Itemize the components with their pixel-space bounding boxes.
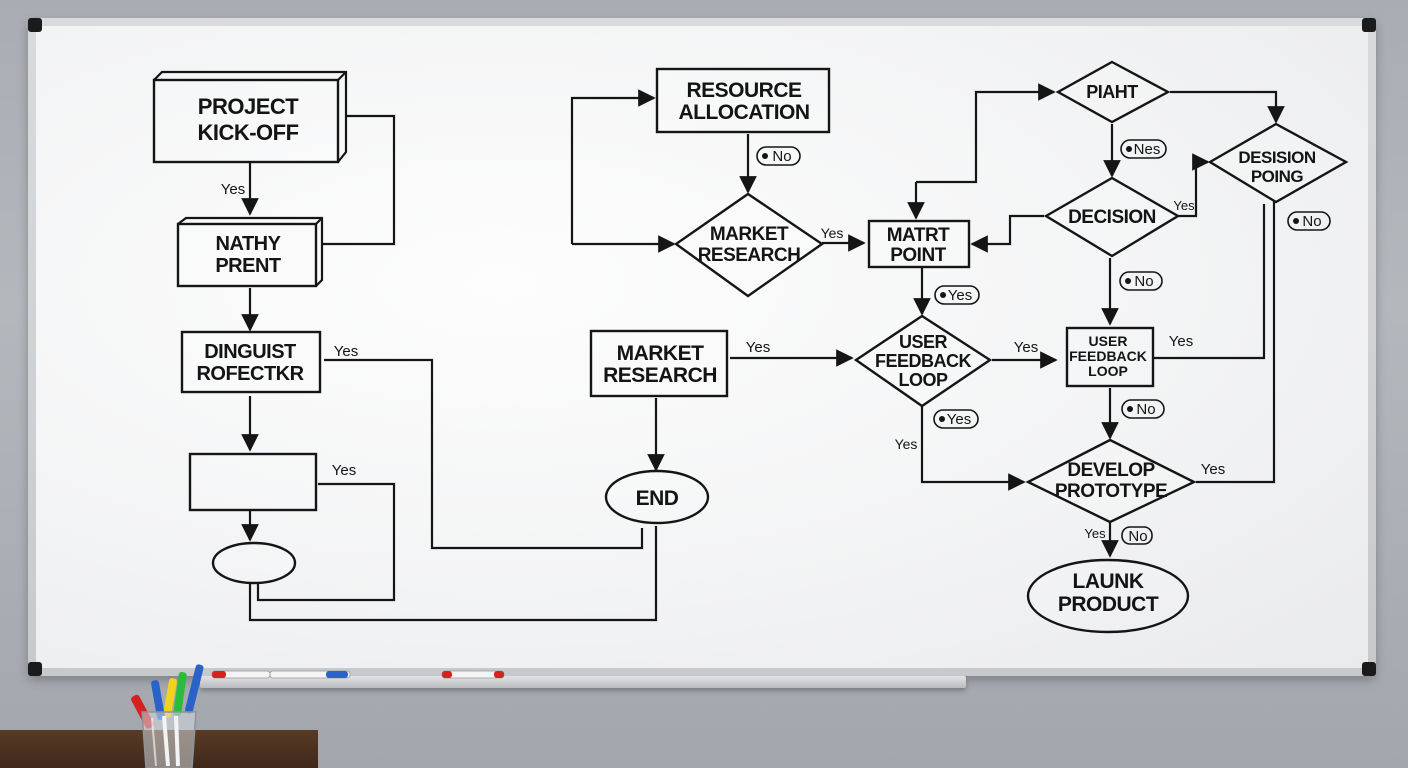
diamond-market-research: MARKET RESEARCH	[673, 192, 825, 298]
matrt-point-line-1: MATRT	[887, 225, 950, 246]
launk-product-line-1: LAUNK	[1073, 570, 1144, 593]
edge-label-yes: Yes	[746, 339, 770, 356]
ellipse-blank	[211, 541, 297, 585]
nathy-prent-line-2: PRENT	[215, 255, 281, 277]
matrt-point-line-2: POINT	[890, 245, 946, 266]
edge-label-yes: Yes	[1014, 339, 1038, 356]
marker-tray	[200, 676, 966, 688]
nathy-prent-line-1: NATHY	[216, 233, 282, 255]
user-feedback-box-line-2: FEEDBACK	[1069, 348, 1147, 364]
tag-bubbles: No Nes No No Yes	[756, 139, 1331, 545]
edge-label-yes: Yes	[821, 225, 844, 241]
resource-allocation-line-2: ALLOCATION	[678, 101, 809, 124]
diamond-develop-prototype: DEVELOP PROTOTYPE	[1025, 438, 1197, 524]
connector-lines	[241, 83, 1285, 622]
diamond-decision: DECISION	[1043, 176, 1181, 258]
end-label: END	[636, 487, 679, 510]
edge-label-yes: Yes	[1084, 526, 1106, 541]
diamond-piaht: PIAHT	[1055, 60, 1171, 124]
tag-no: No	[1121, 526, 1153, 545]
box-matrt-point: MATRT POINT	[867, 219, 971, 269]
tag-no: No	[1119, 271, 1163, 291]
svg-text:No: No	[1302, 213, 1321, 230]
frame-corner	[1362, 662, 1376, 676]
market-research-box-line-1: MARKET	[617, 342, 704, 365]
edge-labels: Yes Yes Yes Yes Yes Yes Yes Yes Yes Yes …	[221, 181, 1225, 541]
tag-no: No	[1287, 211, 1331, 231]
svg-text:Yes: Yes	[948, 287, 972, 304]
box-project-kickoff: PROJECT KICK-OFF	[152, 70, 348, 164]
ellipse-launk-product: LAUNK PRODUCT	[1026, 558, 1190, 634]
edge-label-yes: Yes	[334, 343, 358, 360]
marker-cup	[131, 664, 204, 768]
user-feedback-diamond-line-1: USER	[899, 332, 948, 352]
box-nathy-prent: NATHY PRENT	[176, 216, 324, 288]
tag-no: No	[1121, 399, 1165, 419]
edge-label-yes: Yes	[1169, 333, 1193, 350]
edge-label-yes: Yes	[332, 462, 356, 479]
edge-label-yes: Yes	[1201, 461, 1225, 478]
develop-prototype-line-1: DEVELOP	[1067, 460, 1155, 481]
ellipse-end: END	[604, 469, 710, 525]
project-kickoff-line-1: PROJECT	[198, 94, 299, 119]
desision-poing-line-2: POING	[1251, 167, 1304, 186]
tag-nes: Nes	[1120, 139, 1167, 159]
develop-prototype-line-2: PROTOTYPE	[1055, 481, 1167, 502]
market-research-diamond-line-2: RESEARCH	[698, 245, 801, 266]
tag-yes: Yes	[933, 409, 979, 429]
diamond-desision-poing: DESISION POING	[1207, 122, 1349, 204]
project-kickoff-line-2: KICK-OFF	[197, 120, 298, 145]
user-feedback-box-line-1: USER	[1089, 333, 1128, 349]
svg-text:Nes: Nes	[1134, 141, 1161, 158]
box-resource-allocation: RESOURCE ALLOCATION	[655, 67, 831, 134]
tag-no: No	[756, 146, 801, 166]
box-dinguist: DINGUIST ROFECTKR	[180, 330, 322, 394]
market-research-diamond-line-1: MARKET	[710, 224, 789, 245]
svg-text:No: No	[772, 148, 791, 165]
edge-label-yes: Yes	[1173, 198, 1195, 213]
tag-yes: Yes	[934, 285, 980, 305]
edge-label-yes: Yes	[895, 436, 918, 452]
box-market-research: MARKET RESEARCH	[589, 329, 729, 398]
resource-allocation-line-1: RESOURCE	[686, 79, 802, 102]
decision-label: DECISION	[1068, 207, 1156, 228]
edge-label-yes: Yes	[221, 181, 245, 198]
frame-corner	[1362, 18, 1376, 32]
svg-text:No: No	[1128, 528, 1147, 545]
desision-poing-line-1: DESISION	[1238, 148, 1315, 167]
svg-text:No: No	[1134, 273, 1153, 290]
markers-on-tray	[211, 670, 505, 679]
svg-text:No: No	[1136, 401, 1155, 418]
diamond-user-feedback-loop: USER FEEDBACK LOOP	[853, 314, 993, 408]
user-feedback-diamond-line-2: FEEDBACK	[875, 351, 972, 371]
user-feedback-box-line-3: LOOP	[1088, 363, 1128, 379]
box-blank	[188, 452, 318, 512]
user-feedback-diamond-line-3: LOOP	[898, 370, 947, 390]
dinguist-line-2: ROFECTKR	[196, 363, 304, 385]
launk-product-line-2: PRODUCT	[1058, 593, 1159, 616]
svg-text:Yes: Yes	[947, 411, 971, 428]
box-user-feedback-loop: USER FEEDBACK LOOP	[1065, 326, 1155, 388]
frame-corner	[28, 18, 42, 32]
market-research-box-line-2: RESEARCH	[603, 364, 717, 387]
dinguist-line-1: DINGUIST	[204, 341, 296, 363]
piaht-label: PIAHT	[1086, 82, 1138, 102]
frame-corner	[28, 662, 42, 676]
